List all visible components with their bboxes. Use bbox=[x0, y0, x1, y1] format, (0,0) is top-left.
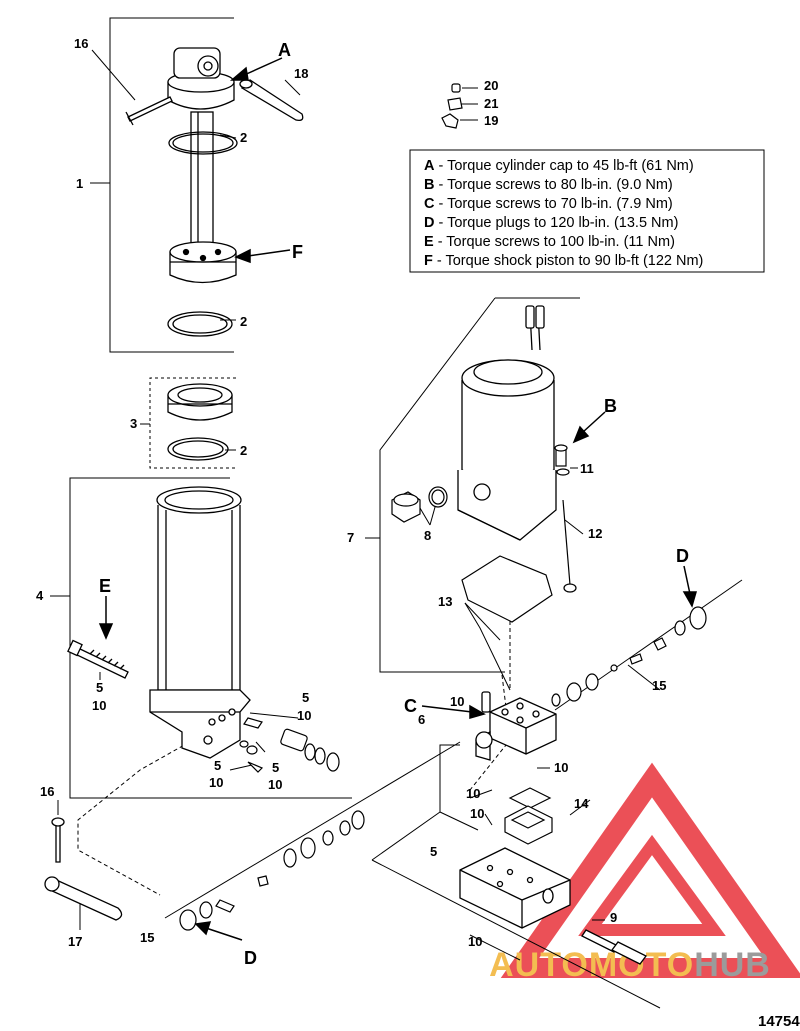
letter-d-left: D bbox=[244, 948, 257, 968]
pump-block bbox=[475, 691, 557, 761]
callout-20: 20 bbox=[484, 78, 498, 93]
callout-5-e: 5 bbox=[96, 680, 103, 695]
cylinder-screw bbox=[67, 639, 129, 679]
callout-10-right: 10 bbox=[268, 777, 282, 792]
callout-10-filter-b: 10 bbox=[470, 806, 484, 821]
callout-16-top: 16 bbox=[74, 36, 88, 51]
torque-arrows bbox=[98, 57, 697, 941]
letter-b: B bbox=[604, 396, 617, 416]
callout-11: 11 bbox=[580, 461, 594, 476]
callout-15-right: 15 bbox=[652, 678, 666, 693]
letter-a: A bbox=[278, 40, 291, 60]
memory-piston bbox=[167, 383, 233, 461]
lower-valve-body bbox=[459, 847, 647, 965]
callout-21: 21 bbox=[484, 96, 498, 111]
torque-note-b: B - Torque screws to 80 lb-in. (9.0 Nm) bbox=[424, 177, 673, 193]
callout-5-lower: 5 bbox=[430, 844, 437, 859]
callout-13: 13 bbox=[438, 594, 452, 609]
callout-5-left: 5 bbox=[214, 758, 221, 773]
torque-note-c: C - Torque screws to 70 lb-in. (7.9 Nm) bbox=[424, 196, 673, 212]
callout-5-right: 5 bbox=[272, 760, 279, 775]
callout-7: 7 bbox=[347, 530, 354, 545]
torque-spec-table: A - Torque cylinder cap to 45 lb-ft (61 … bbox=[409, 149, 765, 273]
callout-19: 19 bbox=[484, 113, 498, 128]
pump-motor bbox=[457, 305, 557, 541]
manual-release-parts bbox=[179, 810, 365, 931]
callout-12: 12 bbox=[588, 526, 602, 541]
letter-c: C bbox=[404, 696, 417, 716]
callout-9: 9 bbox=[610, 910, 617, 925]
callout-10-pump: 10 bbox=[554, 760, 568, 775]
callout-16-bottom: 16 bbox=[40, 784, 54, 799]
callout-14: 14 bbox=[574, 796, 589, 811]
callout-5-valve: 5 bbox=[302, 690, 309, 705]
callout-15-left: 15 bbox=[140, 930, 154, 945]
callout-10-left: 10 bbox=[209, 775, 223, 790]
filter-assembly bbox=[504, 787, 553, 845]
callout-10-bottom: 10 bbox=[468, 934, 482, 949]
letter-e: E bbox=[99, 576, 111, 596]
callout-10-e: 10 bbox=[92, 698, 106, 713]
small-hardware-19-20-21 bbox=[441, 83, 463, 129]
torque-note-d: D - Torque plugs to 120 lb-in. (13.5 Nm) bbox=[424, 215, 678, 231]
part-number-callouts: 16 18 2 1 2 3 2 4 5 10 5 10 5 10 5 10 16… bbox=[36, 36, 666, 949]
callout-10-valve: 10 bbox=[297, 708, 311, 723]
letter-labels: A F E B C D D bbox=[99, 40, 689, 968]
torque-note-a: A - Torque cylinder cap to 45 lb-ft (61 … bbox=[424, 158, 694, 174]
callout-6: 6 bbox=[418, 712, 425, 727]
valve-parts-left bbox=[239, 717, 340, 773]
callout-3: 3 bbox=[130, 416, 137, 431]
trim-cylinder-rod-assembly bbox=[167, 47, 238, 337]
motor-hardware bbox=[391, 444, 577, 623]
lower-pin-parts bbox=[44, 817, 123, 921]
cylinder-body bbox=[149, 486, 251, 759]
callout-2-lower: 2 bbox=[240, 443, 247, 458]
callout-17: 17 bbox=[68, 934, 82, 949]
callout-2-upper: 2 bbox=[240, 130, 247, 145]
callout-10-filter-a: 10 bbox=[466, 786, 480, 801]
drawing-number: 14754 bbox=[758, 1013, 800, 1030]
callout-8: 8 bbox=[424, 528, 431, 543]
right-valve-parts bbox=[551, 606, 707, 707]
torque-note-f: F - Torque shock piston to 90 lb-ft (122… bbox=[424, 253, 703, 269]
callout-1: 1 bbox=[76, 176, 83, 191]
letter-f: F bbox=[292, 242, 303, 262]
callout-2-middle: 2 bbox=[240, 314, 247, 329]
torque-note-e: E - Torque screws to 100 lb-in. (11 Nm) bbox=[424, 234, 675, 250]
callout-10-c: 10 bbox=[450, 694, 464, 709]
callout-18: 18 bbox=[294, 66, 308, 81]
letter-d-right: D bbox=[676, 546, 689, 566]
callout-4: 4 bbox=[36, 588, 44, 603]
